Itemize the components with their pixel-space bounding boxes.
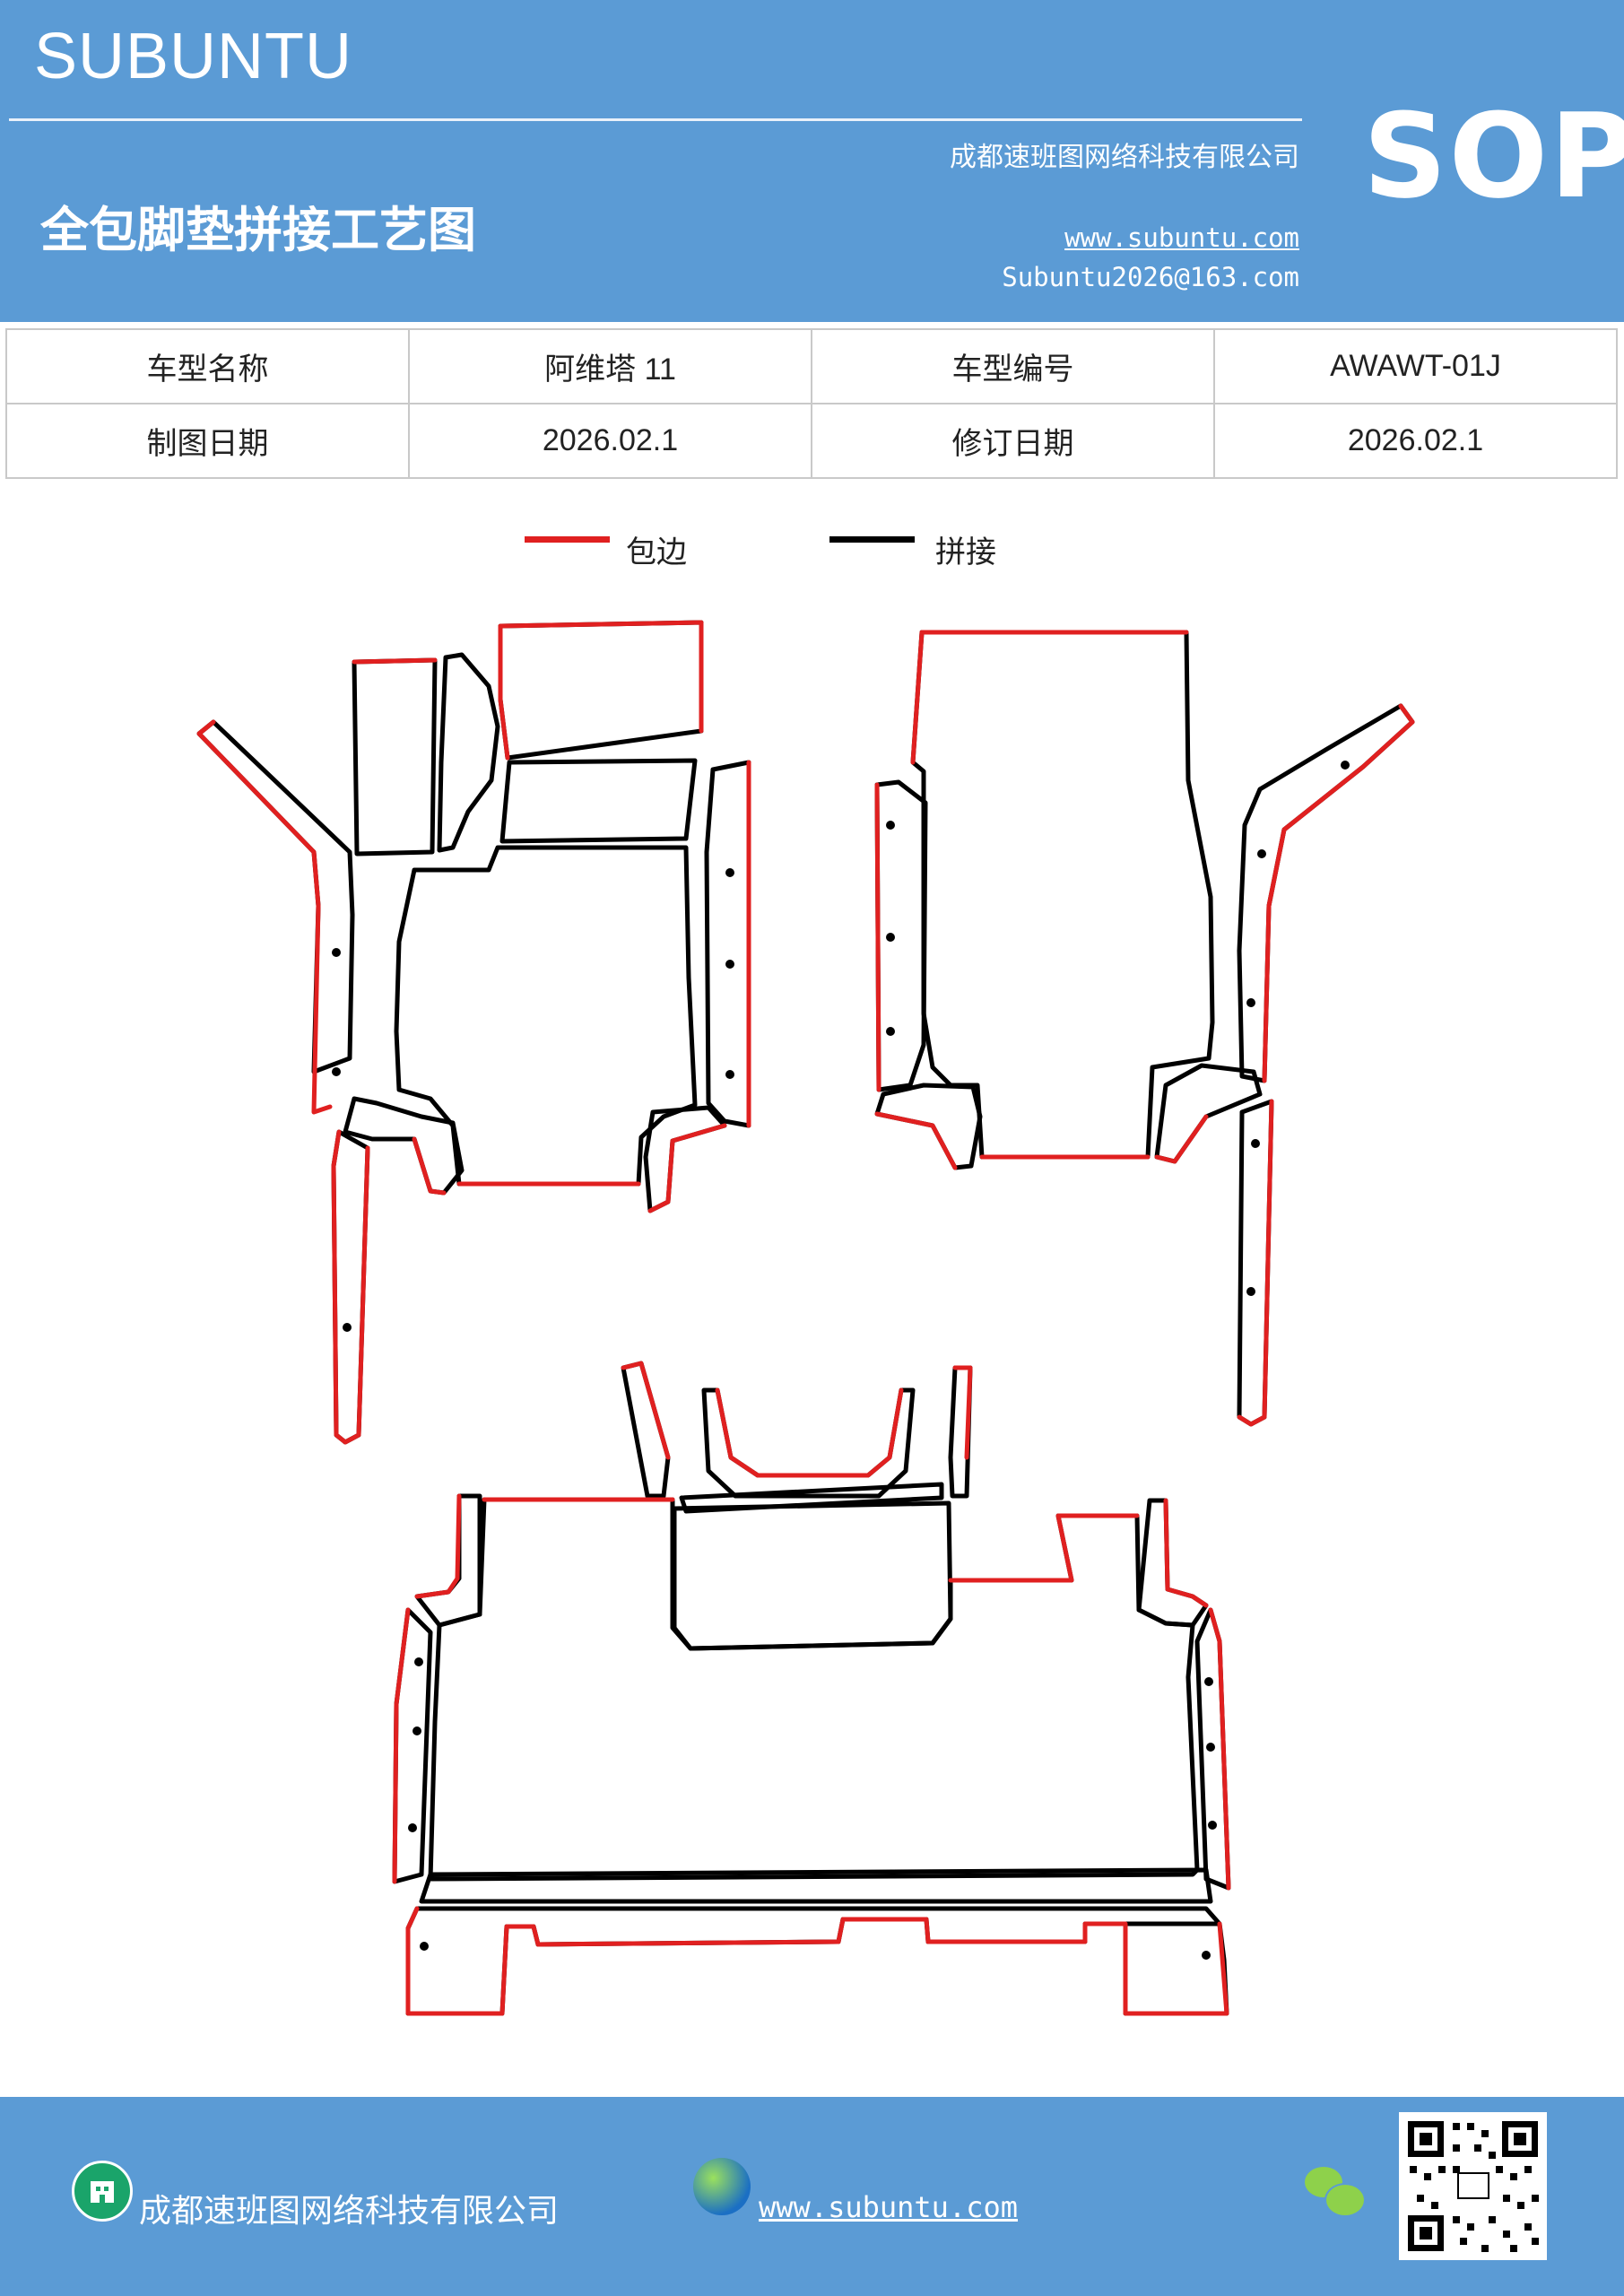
globe-icon [693,2158,751,2215]
footer-company-name: 成都速班图网络科技有限公司 [139,2193,560,2230]
email-address[interactable]: Subuntu2026@163.com [1002,262,1299,292]
model-code-label: 车型编号 [811,328,1215,404]
wechat-icon [1305,2167,1366,2217]
floor-mat-diagram [196,620,1415,2016]
passenger-mat-group [874,630,1415,1427]
footer-banner: 成都速班图网络科技有限公司 www.subuntu.com [0,2097,1624,2296]
draw-date-value: 2026.02.1 [408,403,812,479]
website-link[interactable]: www.subuntu.com [1064,222,1299,253]
legend-edge-label: 包边 [626,535,687,570]
vehicle-info-table: 车型名称 阿维塔 11 车型编号 AWAWT-01J 制图日期 2026.02.… [5,328,1618,479]
header-divider [9,118,1302,121]
revision-date-value: 2026.02.1 [1213,403,1618,479]
model-code-value: AWAWT-01J [1213,328,1618,404]
rear-mat-group [392,1361,1231,2016]
model-name-value: 阿维塔 11 [408,328,812,404]
revision-date-label: 修订日期 [811,403,1215,479]
legend-splice-label: 拼接 [935,535,996,570]
model-name-label: 车型名称 [5,328,410,404]
qr-code[interactable] [1399,2112,1547,2260]
sop-badge: SOP [1363,88,1624,224]
draw-date-label: 制图日期 [5,403,410,479]
document-title: 全包脚垫拼接工艺图 [40,201,476,258]
driver-mat-group [196,620,751,1445]
building-icon [72,2161,133,2222]
footer-website-link[interactable]: www.subuntu.com [759,2190,1018,2224]
table-row: 车型名称 阿维塔 11 车型编号 AWAWT-01J [5,328,1618,404]
table-row: 制图日期 2026.02.1 修订日期 2026.02.1 [5,403,1618,479]
mounting-holes [332,761,1350,1960]
company-name: 成都速班图网络科技有限公司 [950,142,1299,173]
legend-splice-swatch [829,536,915,543]
header-banner: SUBUNTU 全包脚垫拼接工艺图 成都速班图网络科技有限公司 www.subu… [0,0,1624,322]
legend-edge-swatch [525,536,610,543]
brand-name: SUBUNTU [34,21,353,92]
